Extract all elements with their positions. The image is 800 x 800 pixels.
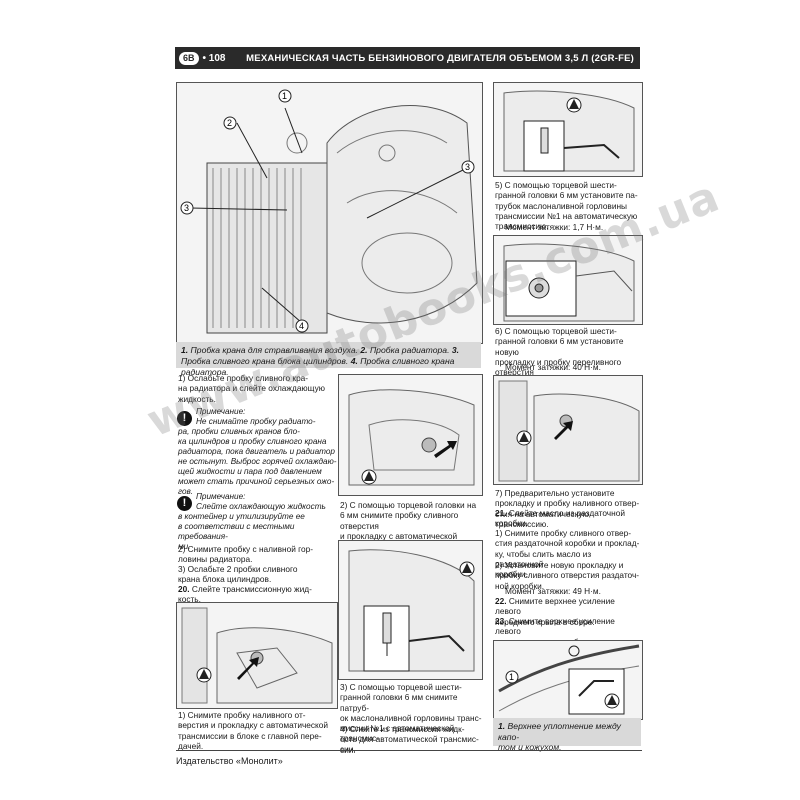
- caption-num-2: 2.: [360, 345, 368, 355]
- note-1-text: Не снимайте пробку радиато- ра, пробки с…: [178, 417, 337, 496]
- warning-icon: !: [177, 411, 192, 426]
- caption-num-1: 1.: [181, 345, 189, 355]
- step-3-text: 3) Ослабьте 2 пробки сливного крана блок…: [178, 564, 298, 585]
- torque-3-text: Момент затяжки: 49 Н·м.: [505, 586, 601, 596]
- warning-icon: !: [177, 496, 192, 511]
- fender-caption-num: 1.: [498, 721, 506, 731]
- fill-plug-figure: [176, 602, 338, 709]
- fill-plug-illustration: [181, 607, 333, 704]
- note-2-text: Слейте охлаждающую жидкость в контейнер …: [178, 502, 326, 551]
- filler-pipe-install-figure: [493, 82, 643, 177]
- step-22-body: Снимите верхнее усиление левого переднег…: [495, 596, 615, 627]
- step-7-text: 7) Предварительно установите прокладку и…: [495, 488, 640, 529]
- step-5-text: 5) С помощью торцевой шести- гранной гол…: [495, 180, 638, 232]
- step-20-number: 20.: [178, 584, 190, 594]
- torque-1-text: Момент затяжки: 1,7 Н·м.: [505, 222, 604, 232]
- note-2-title: Примечание:: [196, 492, 246, 501]
- fender-callout-1: 1: [509, 672, 514, 682]
- note-1-title: Примечание:: [196, 407, 246, 416]
- step-20-1-text: 1) Снимите пробку наливного от- верстия …: [178, 710, 329, 751]
- drain-plug-illustration: [348, 389, 475, 486]
- step-20-text: 20. Слейте трансмиссионную жид- кость.: [178, 584, 338, 605]
- caption-text-2: Пробка радиатора.: [367, 345, 452, 355]
- page-header: 6B • 108 МЕХАНИЧЕСКАЯ ЧАСТЬ БЕНЗИНОВОГО …: [175, 47, 640, 69]
- step-21-2-text: 2) Установите новую прокладку и пробку с…: [495, 560, 640, 591]
- callout-4: 4: [299, 321, 304, 331]
- step-2-text: 2) Снимите пробку с наливной гор- ловины…: [178, 544, 314, 565]
- torque-2-text: Момент затяжки: 40 Н·м.: [505, 362, 601, 372]
- page-number: • 108: [202, 52, 226, 64]
- callout-1: 1: [282, 91, 287, 101]
- callout-2: 2: [227, 118, 232, 128]
- engine-illustration: [190, 105, 478, 334]
- step-21-number: 21.: [495, 508, 507, 518]
- callout-3-left: 3: [184, 203, 189, 213]
- chapter-badge: 6B: [179, 51, 199, 65]
- fender-caption-text: Верхнее уплотнение между капо- том и кож…: [498, 721, 621, 752]
- callout-3-right: 3: [465, 162, 470, 172]
- overflow-plug-illustration: [503, 243, 635, 322]
- figure-callouts: 1 2 3 3 4: [180, 89, 475, 333]
- drain-plug-figure: [338, 374, 483, 496]
- filler-pipe-figure: [338, 540, 483, 680]
- caption-text-3: Пробка сливного крана блока цилиндров.: [181, 356, 351, 366]
- engine-figure-caption: 1. Пробка крана для стравливания воздуха…: [176, 342, 481, 377]
- col2-step-3-text: 3) С помощью торцевой шести- гранной гол…: [340, 682, 482, 754]
- overflow-plug-figure: [493, 235, 643, 325]
- step-23-number: 23.: [495, 616, 507, 626]
- caption-num-4: 4.: [350, 356, 358, 366]
- fill-plug-preinstall-figure: [493, 375, 643, 485]
- step-21-body: Слейте масло из раздаточной коробки.: [495, 508, 625, 529]
- step-20-body: Слейте трансмиссионную жид- кость.: [178, 584, 312, 605]
- step-22-number: 22.: [495, 596, 507, 606]
- col2-step-4-text: 4) Слейте из трансмиссии жидк- ость для …: [340, 724, 479, 755]
- step-21-text: 21. Слейте масло из раздаточной коробки.: [495, 508, 641, 529]
- step-1-text: 1) Ослабьте пробку сливного кра- на ради…: [178, 373, 325, 404]
- section-title: МЕХАНИЧЕСКАЯ ЧАСТЬ БЕНЗИНОВОГО ДВИГАТЕЛЯ…: [246, 52, 634, 64]
- fender-seal-illustration: 1: [498, 644, 640, 715]
- fender-seal-figure: 1: [493, 640, 643, 720]
- step-22-text: 22. Снимите верхнее усиление левого пере…: [495, 596, 641, 627]
- filler-pipe-install-illustration: [503, 90, 635, 172]
- caption-num-3: 3.: [451, 345, 460, 355]
- engine-radiator-figure: 1 2 3 3 4: [176, 82, 483, 344]
- filler-pipe-illustration: [348, 549, 475, 672]
- caption-text-1: Пробка крана для стравливания воздуха.: [188, 345, 361, 355]
- fill-plug-preinstall-illustration: [498, 380, 640, 482]
- publisher-footer: Издательство «Монолит»: [176, 756, 283, 766]
- fender-seal-caption: 1. Верхнее уплотнение между капо- том и …: [493, 718, 641, 752]
- step-21-1-text: 1) Снимите пробку сливного отвер- стия р…: [495, 528, 640, 580]
- footer-divider: [176, 750, 642, 751]
- caption-text-4: Пробка сливного крана радиатора.: [181, 356, 455, 377]
